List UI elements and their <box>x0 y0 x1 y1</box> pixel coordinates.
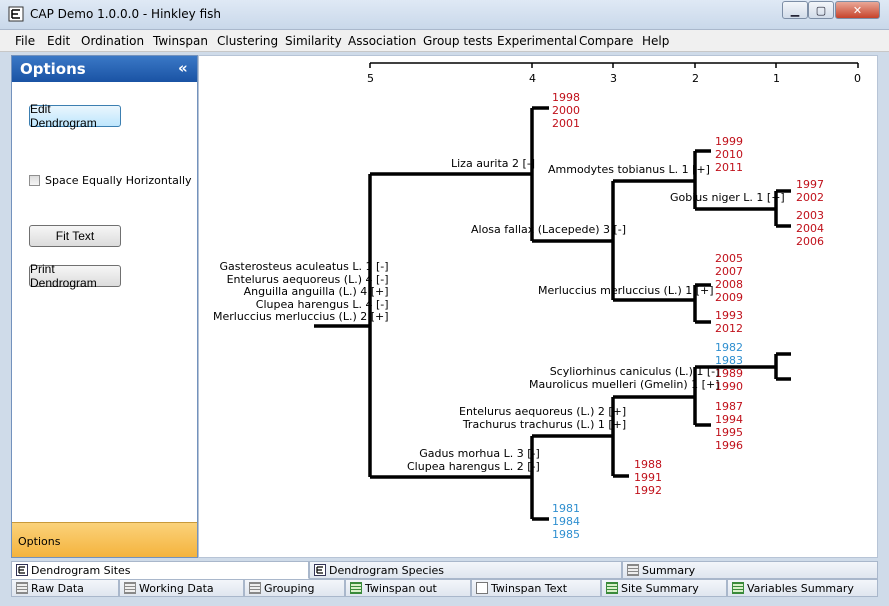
minimize-button[interactable]: ▁ <box>782 1 808 19</box>
print-dendrogram-button[interactable]: Print Dendrogram <box>29 262 121 290</box>
node-label-group: Scyliorhinus caniculus (L.) 1 [-] Maurol… <box>529 365 720 391</box>
scale-label: 4 <box>529 72 536 85</box>
options-footer-tab[interactable]: Options <box>12 522 197 557</box>
tree-icon <box>16 564 28 576</box>
tab-twinspan-text[interactable]: Twinspan Text <box>471 579 601 597</box>
menu-ordination[interactable]: Ordination <box>81 34 145 48</box>
menu-twinspan[interactable]: Twinspan <box>153 34 208 48</box>
fit-text-button[interactable]: Fit Text <box>29 225 121 247</box>
node-label: Gobius niger L. 1 [+] <box>670 191 785 204</box>
options-header: Options « <box>12 56 197 82</box>
green-grid-icon <box>606 582 618 594</box>
tab-raw-data[interactable]: Raw Data <box>11 579 119 597</box>
node-label-group: Entelurus aequoreus (L.) 2 [+] Trachurus… <box>459 405 627 431</box>
tab-variables-summary[interactable]: Variables Summary <box>727 579 878 597</box>
document-icon <box>476 582 488 594</box>
grid-icon <box>249 582 261 594</box>
title-bar: CAP Demo 1.0.0.0 - Hinkley fish ▁ ▢ ✕ <box>0 0 889 30</box>
scale-label: 5 <box>367 72 374 85</box>
menu-similarity[interactable]: Similarity <box>285 34 342 48</box>
space-equally-option[interactable]: Space Equally Horizontally <box>29 174 192 187</box>
menu-group-tests[interactable]: Group tests <box>423 34 493 48</box>
close-button[interactable]: ✕ <box>835 1 880 19</box>
tab-dendrogram-species[interactable]: Dendrogram Species <box>309 561 622 579</box>
grid-icon <box>124 582 136 594</box>
tab-twinspan-out[interactable]: Twinspan out <box>345 579 471 597</box>
green-grid-icon <box>732 582 744 594</box>
menu-clustering[interactable]: Clustering <box>217 34 279 48</box>
options-panel: Options « Edit Dendrogram Space Equally … <box>11 55 198 558</box>
tab-site-summary[interactable]: Site Summary <box>601 579 727 597</box>
dendrogram-lines <box>314 62 859 521</box>
node-label: Merluccius merluccius (L.) 1 [+] <box>538 284 714 297</box>
grid-icon <box>16 582 28 594</box>
tab-working-data[interactable]: Working Data <box>119 579 244 597</box>
edit-dendrogram-button[interactable]: Edit Dendrogram <box>29 102 121 130</box>
window-title: CAP Demo 1.0.0.0 - Hinkley fish <box>30 7 222 21</box>
root-label-group: Gasterosteus aculeatus L. 1 [-] Enteluru… <box>213 260 389 323</box>
tab-dendrogram-sites[interactable]: Dendrogram Sites <box>11 561 309 579</box>
node-label: Liza aurita 2 [-] <box>451 157 536 170</box>
collapse-chevron-icon[interactable]: « <box>178 59 188 77</box>
menu-experimental[interactable]: Experimental <box>497 34 578 48</box>
tree-icon <box>314 564 326 576</box>
space-equally-label: Space Equally Horizontally <box>45 174 192 187</box>
grid-icon <box>627 564 639 576</box>
menu-help[interactable]: Help <box>642 34 670 48</box>
tab-grouping[interactable]: Grouping <box>244 579 345 597</box>
scale-label: 0 <box>854 72 861 85</box>
scale-label: 3 <box>610 72 617 85</box>
menu-compare[interactable]: Compare <box>579 34 634 48</box>
options-footer-label: Options <box>18 535 61 548</box>
menu-bar: File Edit Ordination Twinspan Clustering… <box>0 30 889 52</box>
app-tree-icon <box>8 6 24 22</box>
node-label: Ammodytes tobianus L. 1 [+] <box>548 163 710 176</box>
green-grid-icon <box>350 582 362 594</box>
maximize-button[interactable]: ▢ <box>808 1 834 19</box>
menu-association[interactable]: Association <box>348 34 417 48</box>
node-label-group: Gadus morhua L. 3 [-] Clupea harengus L.… <box>407 447 540 473</box>
options-title: Options <box>20 60 86 78</box>
node-label: Alosa fallax (Lacepede) 3 [-] <box>471 223 627 236</box>
scale-label: 1 <box>773 72 780 85</box>
menu-edit[interactable]: Edit <box>47 34 71 48</box>
scale-label: 2 <box>692 72 699 85</box>
menu-file[interactable]: File <box>15 34 36 48</box>
space-equally-checkbox[interactable] <box>29 175 40 186</box>
tab-summary[interactable]: Summary <box>622 561 878 579</box>
